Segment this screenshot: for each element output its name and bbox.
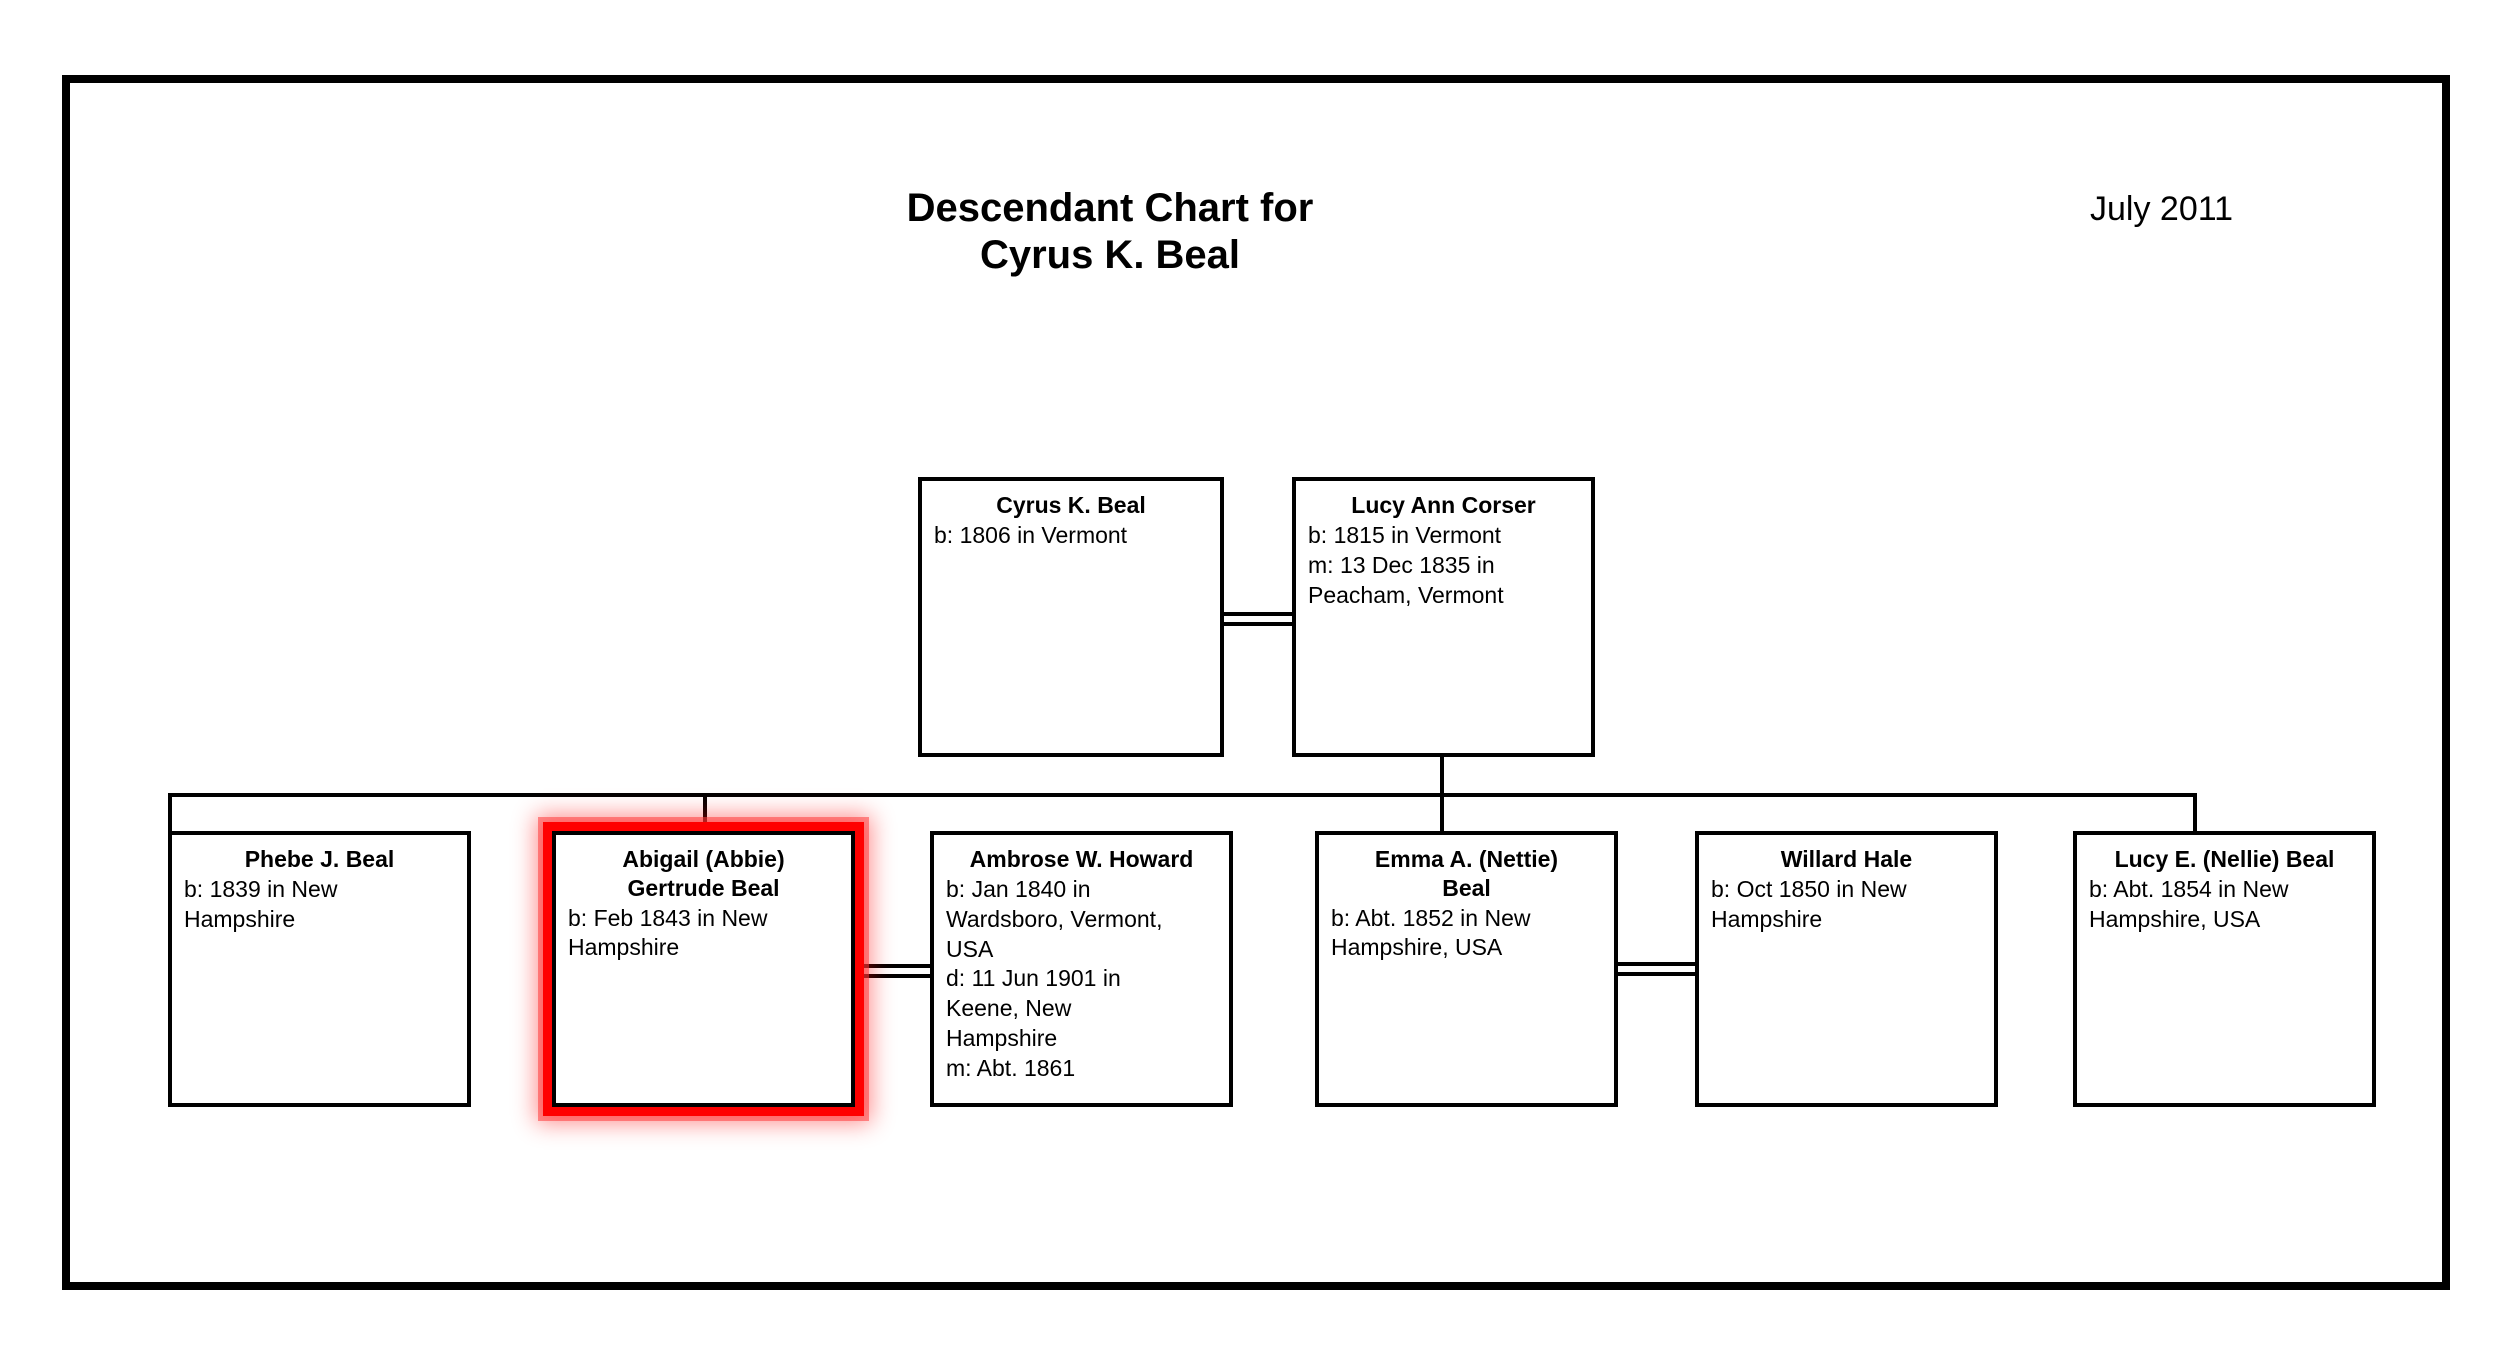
person-facts-lucy-e-nellie-beal: b: Abt. 1854 in New Hampshire, USA — [2089, 875, 2289, 932]
person-name-lucy-ann-corser: Lucy Ann Corser — [1351, 492, 1536, 518]
person-facts-lucy-ann-corser: b: 1815 in Vermont m: 13 Dec 1835 in Pea… — [1308, 521, 1504, 608]
person-box-emma-a-nettie-beal[interactable]: Emma A. (Nettie) Beal b: Abt. 1852 in Ne… — [1315, 831, 1618, 1107]
person-name-phebe-j-beal: Phebe J. Beal — [244, 846, 395, 872]
person-name-abigail-gertrude-beal: Abigail (Abbie) Gertrude Beal — [622, 846, 785, 901]
marriage-connector-cyrus-lucy — [1218, 612, 1295, 626]
person-box-ambrose-w-howard[interactable]: Ambrose W. Howard b: Jan 1840 in Wardsbo… — [930, 831, 1233, 1107]
child-drop-phebe — [168, 793, 172, 833]
child-drop-lucy-e — [2193, 793, 2197, 833]
person-facts-phebe-j-beal: b: 1839 in New Hampshire — [184, 875, 338, 932]
person-name-willard-hale: Willard Hale — [1780, 846, 1913, 872]
chart-date-label: July 2011 — [2090, 190, 2234, 228]
marriage-connector-abigail-ambrose — [855, 964, 930, 978]
person-facts-emma-a-nettie-beal: b: Abt. 1852 in New Hampshire, USA — [1331, 904, 1531, 961]
page-title: Descendant Chart for Cyrus K. Beal — [906, 186, 1314, 278]
person-box-cyrus-k-beal[interactable]: Cyrus K. Beal b: 1806 in Vermont — [918, 477, 1224, 757]
person-box-lucy-e-nellie-beal[interactable]: Lucy E. (Nellie) Beal b: Abt. 1854 in Ne… — [2073, 831, 2376, 1107]
person-name-ambrose-w-howard: Ambrose W. Howard — [969, 846, 1194, 872]
person-facts-abigail-gertrude-beal: b: Feb 1843 in New Hampshire — [568, 904, 768, 961]
child-drop-abigail — [703, 793, 707, 833]
person-box-willard-hale[interactable]: Willard Hale b: Oct 1850 in New Hampshir… — [1695, 831, 1998, 1107]
person-box-abigail-gertrude-beal[interactable]: Abigail (Abbie) Gertrude Beal b: Feb 184… — [552, 831, 855, 1107]
person-facts-cyrus-k-beal: b: 1806 in Vermont — [934, 521, 1128, 548]
child-drop-emma — [1440, 793, 1444, 833]
person-facts-willard-hale: b: Oct 1850 in New Hampshire — [1711, 875, 1907, 932]
person-name-lucy-e-nellie-beal: Lucy E. (Nellie) Beal — [2114, 846, 2335, 872]
descent-stem-parents — [1440, 753, 1444, 797]
person-name-emma-a-nettie-beal: Emma A. (Nettie) Beal — [1374, 846, 1559, 901]
person-facts-ambrose-w-howard: b: Jan 1840 in Wardsboro, Vermont, USA d… — [946, 875, 1163, 1082]
person-name-cyrus-k-beal: Cyrus K. Beal — [996, 492, 1146, 518]
person-box-lucy-ann-corser[interactable]: Lucy Ann Corser b: 1815 in Vermont m: 13… — [1292, 477, 1595, 757]
marriage-connector-emma-willard — [1618, 962, 1695, 976]
person-box-phebe-j-beal[interactable]: Phebe J. Beal b: 1839 in New Hampshire — [168, 831, 471, 1107]
sibling-bus-line — [168, 793, 2197, 797]
